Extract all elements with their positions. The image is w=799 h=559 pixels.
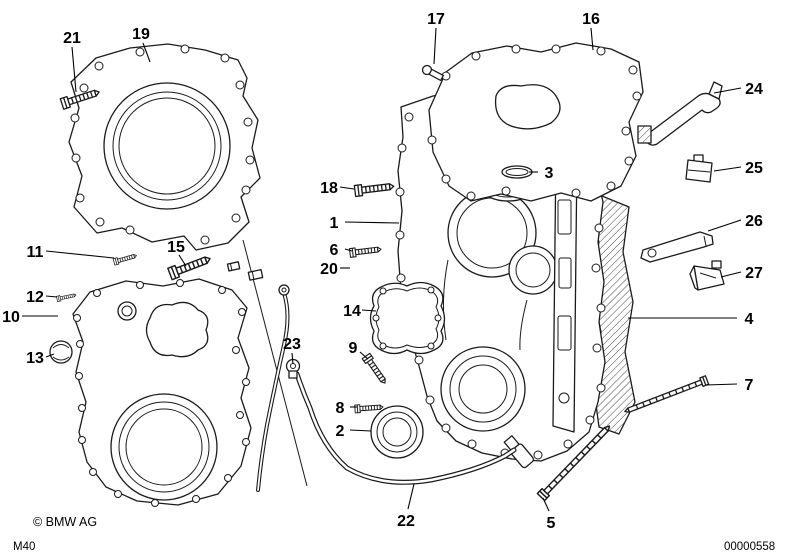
callout-23[interactable]: 23 xyxy=(283,336,301,353)
leader-line-13 xyxy=(45,353,55,358)
leader-line-14 xyxy=(361,309,377,312)
leader-line-12 xyxy=(45,295,58,298)
callout-20[interactable]: 20 xyxy=(320,261,338,278)
callout-22[interactable]: 22 xyxy=(397,513,415,530)
callout-16[interactable]: 16 xyxy=(582,11,600,28)
callout-8[interactable]: 8 xyxy=(336,400,345,417)
bolt-12 xyxy=(56,291,77,303)
flat-gasket xyxy=(369,281,446,355)
reference-line xyxy=(242,239,308,487)
upper-timing-cover-right xyxy=(427,42,644,202)
leader-line-7 xyxy=(705,383,738,386)
leader-line-24 xyxy=(713,87,742,94)
leader-line-5 xyxy=(542,497,550,512)
hook-bracket-24 xyxy=(637,81,723,146)
callout-24[interactable]: 24 xyxy=(745,81,763,98)
callout-17[interactable]: 17 xyxy=(427,11,445,28)
callout-18[interactable]: 18 xyxy=(320,180,338,197)
cover-bolt-holes xyxy=(73,279,250,507)
callout-3[interactable]: 3 xyxy=(545,165,554,182)
document-number: 00000558 xyxy=(724,541,776,553)
callout-15[interactable]: 15 xyxy=(167,239,185,256)
callout-26[interactable]: 26 xyxy=(745,213,763,230)
bolt-8 xyxy=(354,402,384,414)
leader-line-25 xyxy=(713,166,742,172)
small-plug xyxy=(421,64,444,82)
callout-25[interactable]: 25 xyxy=(745,160,763,177)
clip-25 xyxy=(685,154,713,183)
bolt-15 xyxy=(167,252,213,281)
leader-line-2 xyxy=(349,429,372,432)
callout-14[interactable]: 14 xyxy=(343,303,361,320)
callout-13[interactable]: 13 xyxy=(26,350,44,367)
leader-line-27 xyxy=(720,271,742,278)
leader-line-19 xyxy=(142,42,151,63)
callout-2[interactable]: 2 xyxy=(336,423,345,440)
callout-4[interactable]: 4 xyxy=(745,311,754,328)
callout-5[interactable]: 5 xyxy=(547,515,556,532)
clip-27 xyxy=(689,260,725,291)
callout-6[interactable]: 6 xyxy=(330,242,339,259)
leader-line-22 xyxy=(407,483,415,510)
sealing-cap xyxy=(49,340,73,364)
dowel-pins xyxy=(226,261,264,281)
sensor-cable xyxy=(294,371,517,485)
leader-line-11 xyxy=(45,250,115,259)
upper-timing-cover-left xyxy=(68,43,261,251)
callout-27[interactable]: 27 xyxy=(745,265,763,282)
leader-line-26 xyxy=(707,219,742,232)
callout-1[interactable]: 1 xyxy=(330,215,339,232)
lower-timing-cover-left xyxy=(72,278,252,507)
leader-line-1 xyxy=(344,221,400,224)
callout-9[interactable]: 9 xyxy=(349,340,358,357)
leader-line-21 xyxy=(71,46,77,93)
leader-line-9 xyxy=(359,351,369,360)
cable-fitting xyxy=(285,358,301,379)
callout-12[interactable]: 12 xyxy=(26,289,44,306)
copyright-text: © BMW AG xyxy=(33,515,98,529)
leader-line-16 xyxy=(590,27,594,51)
cover-bolt-holes xyxy=(427,44,642,201)
flat-bracket-26 xyxy=(640,231,714,263)
leader-line-23 xyxy=(291,352,294,365)
bolt-18 xyxy=(353,180,396,198)
bolt-6 xyxy=(348,244,383,258)
leader-line-15 xyxy=(178,254,187,267)
leader-line-17 xyxy=(433,27,437,65)
callout-11[interactable]: 11 xyxy=(27,244,44,261)
bolt-7 xyxy=(622,375,710,417)
leader-line-18 xyxy=(339,186,355,190)
model-code: M40 xyxy=(13,541,36,553)
cover-bolt-holes xyxy=(70,44,255,245)
bolt-11 xyxy=(112,251,138,266)
o-ring xyxy=(501,165,533,179)
callout-7[interactable]: 7 xyxy=(745,377,754,394)
callout-19[interactable]: 19 xyxy=(132,26,150,43)
callout-10[interactable]: 10 xyxy=(2,309,20,326)
pulse-sensor xyxy=(503,435,535,469)
leader-line-6 xyxy=(344,248,353,252)
guide-tube xyxy=(256,284,290,492)
bolt-9 xyxy=(361,352,390,387)
callout-21[interactable]: 21 xyxy=(63,30,81,47)
shaft-seal xyxy=(370,405,424,459)
